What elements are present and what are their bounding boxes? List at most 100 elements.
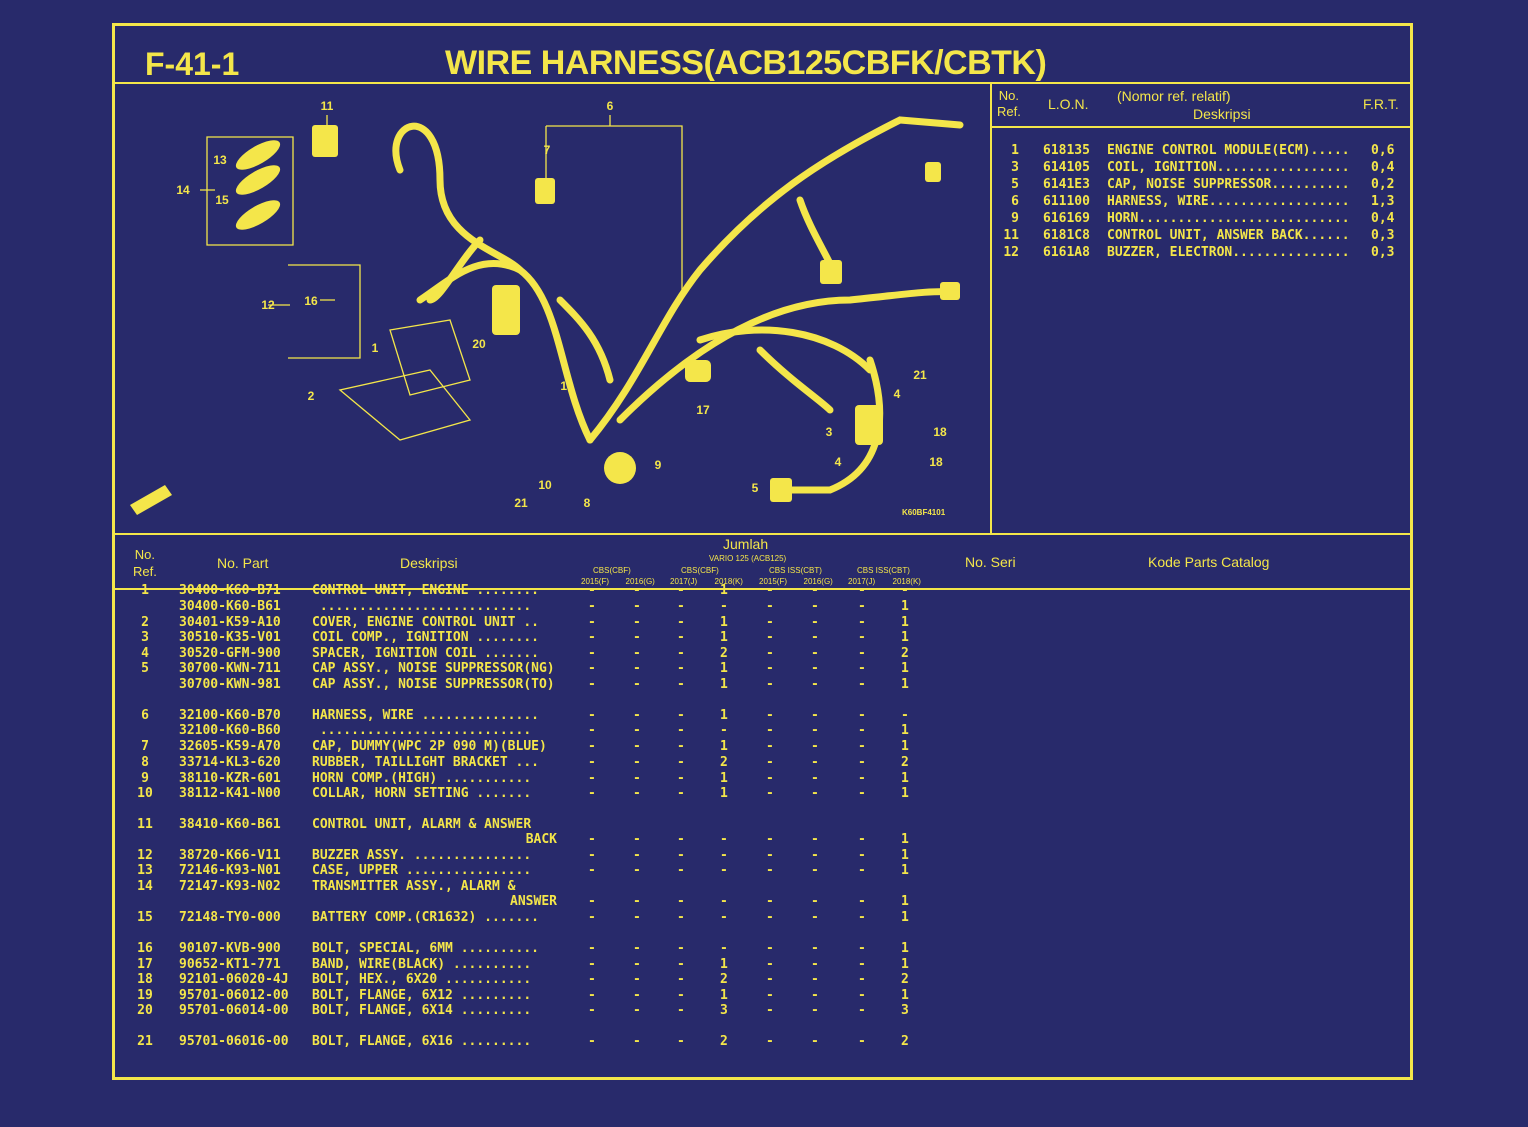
part-quantity: 1 [720,786,728,801]
part-quantity: 2 [720,1034,728,1049]
part-quantity: - [677,771,685,786]
part-quantity: - [766,832,774,847]
part-number: 72148-TY0-000 [179,910,281,925]
callout-label: 7 [544,143,551,157]
callout-label: 16 [304,294,318,308]
callout-label: 12 [261,298,275,312]
part-quantity: 1 [901,630,909,645]
frt-header-lon: L.O.N. [1048,96,1089,112]
part-quantity: - [677,988,685,1003]
part-quantity: - [858,972,866,987]
part-quantity: 1 [720,661,728,676]
frt-desc: HARNESS, WIRE.................. [1107,194,1350,209]
part-quantity: - [766,972,774,987]
frt-desc: ENGINE CONTROL MODULE(ECM)..... [1107,143,1350,158]
part-quantity: - [633,708,641,723]
frt-lon: 611100 [1043,194,1090,209]
part-number: 30400-K60-B61 [179,599,281,614]
parts-header-year: 2015(F) [759,577,788,586]
part-quantity: - [858,1034,866,1049]
part-quantity: 1 [720,708,728,723]
part-quantity: 1 [901,739,909,754]
parts-header-group: CBS(CBF) [593,566,631,575]
part-description: CAP ASSY., NOISE SUPPRESSOR(TO) [312,677,555,692]
frt-ref: 11 [1003,228,1019,243]
part-number: 95701-06012-00 [179,988,289,1003]
part-quantity: - [811,941,819,956]
callout-label: 21 [913,368,927,382]
part-number: 38112-K41-N00 [179,786,281,801]
part-ref: 15 [137,910,153,925]
components [130,125,960,515]
part-quantity: - [858,1003,866,1018]
part-number: 30400-K60-B71 [179,583,281,598]
part-quantity: - [901,708,909,723]
part-quantity: - [766,910,774,925]
frt-ref: 12 [1003,245,1019,260]
part-quantity: - [811,677,819,692]
part-quantity: - [677,863,685,878]
frt-ref: 1 [1011,143,1019,158]
parts-header-kode: Kode Parts Catalog [1148,554,1270,570]
part-quantity: 1 [901,941,909,956]
part-description: CAP, DUMMY(WPC 2P 090 M)(BLUE) [312,739,547,754]
part-quantity: - [677,599,685,614]
callout-label: 4 [894,387,901,401]
divider [115,82,1410,84]
parts-header-group: CBS ISS(CBT) [769,566,822,575]
part-number: 32605-K59-A70 [179,739,281,754]
part-quantity: - [588,599,596,614]
part-number: 30510-K35-V01 [179,630,281,645]
part-quantity: - [766,630,774,645]
part-description: BOLT, FLANGE, 6X12 ......... [312,988,532,1003]
part-quantity: - [633,583,641,598]
part-ref: 3 [141,630,149,645]
frt-lon: 6141E3 [1043,177,1090,192]
part-quantity: - [633,771,641,786]
part-quantity: - [766,739,774,754]
part-quantity: - [811,615,819,630]
part-quantity: - [720,848,728,863]
callout-label: 13 [213,153,227,167]
part-quantity: - [811,646,819,661]
part-quantity: 2 [901,1034,909,1049]
part-quantity: - [720,894,728,909]
part-quantity: - [633,646,641,661]
part-description: COIL COMP., IGNITION ........ [312,630,539,645]
callout-label: 14 [176,183,190,197]
part-description: BATTERY COMP.(CR1632) ....... [312,910,539,925]
frt-header-frt: F.R.T. [1363,96,1399,112]
part-description: BOLT, FLANGE, 6X14 ......... [312,1003,532,1018]
part-ref: 20 [137,1003,153,1018]
part-quantity: - [633,941,641,956]
part-ref: 21 [137,1034,153,1049]
part-quantity: - [588,1034,596,1049]
part-quantity: 1 [901,832,909,847]
part-quantity: - [766,646,774,661]
frt-desc: BUZZER, ELECTRON............... [1107,245,1350,260]
arrow-front-icon [130,485,172,515]
frt-header-desc-note: (Nomor ref. relatif) [1117,88,1231,104]
part-quantity: - [811,583,819,598]
part-quantity: - [633,1034,641,1049]
part-quantity: - [588,615,596,630]
part-quantity: - [677,739,685,754]
part-quantity: 1 [720,988,728,1003]
part-quantity: 1 [720,957,728,972]
part-quantity: - [588,957,596,972]
part-quantity: - [633,677,641,692]
part-quantity: - [858,630,866,645]
part-quantity: - [677,708,685,723]
part-ref: 17 [137,957,153,972]
frt-frt: 0,4 [1371,211,1395,226]
ignition-coil [492,285,520,335]
part-quantity: - [633,832,641,847]
part-quantity: - [677,1034,685,1049]
part-quantity: - [811,786,819,801]
callout-label: 1 [372,341,379,355]
ecu-cover [338,369,472,441]
part-quantity: 1 [901,723,909,738]
part-quantity: - [811,599,819,614]
part-quantity: - [766,863,774,878]
part-quantity: 1 [720,630,728,645]
